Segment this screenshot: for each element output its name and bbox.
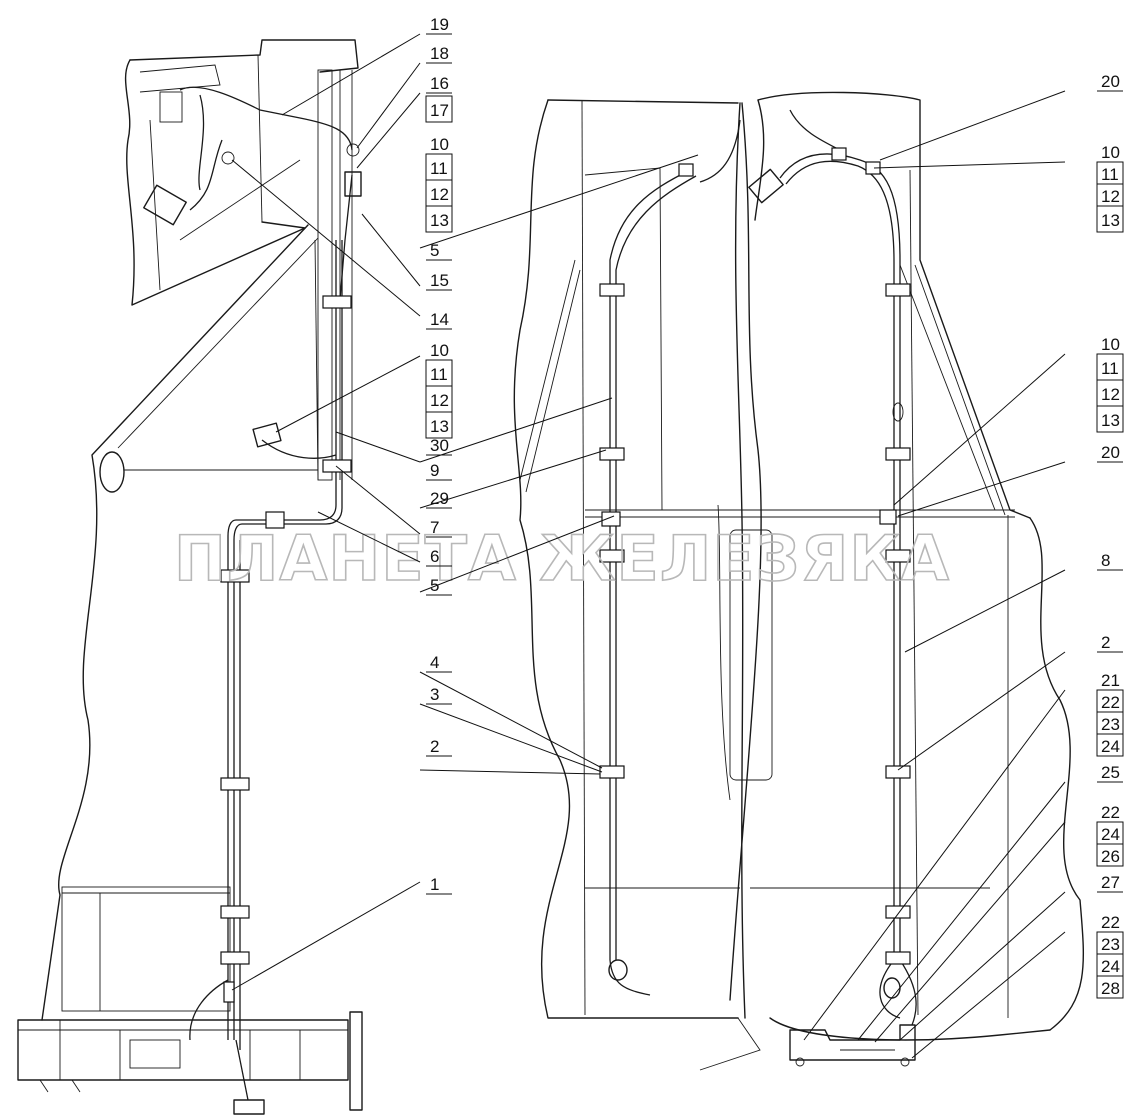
right-view-harness [599,109,917,1067]
callouts-right: 20 10 11 12 13 10 11 12 13 20 8 2 21 22 … [1096,72,1124,999]
callout-18: 18 [430,44,449,63]
callout-20b: 20 [1101,443,1120,462]
right-view-body [513,91,1085,1071]
callout-30: 30 [430,436,449,455]
callout-11a: 11 [430,159,448,178]
callout-26: 26 [1101,847,1120,866]
callout-2a: 2 [430,737,439,756]
callout-9: 9 [430,461,439,480]
callout-13d: 13 [1101,411,1120,430]
callout-12c: 12 [1101,187,1120,206]
left-view-top-detail [124,39,362,306]
callout-23b: 23 [1101,935,1120,954]
callout-6: 6 [430,547,439,566]
callout-12a: 12 [430,185,449,204]
callout-23a: 23 [1101,715,1120,734]
callout-29: 29 [430,489,449,508]
callout-4: 4 [430,653,439,672]
callout-24c: 24 [1101,957,1120,976]
callout-22c: 22 [1101,913,1120,932]
callouts-left: 19 18 16 17 10 11 12 13 5 15 14 10 11 12… [425,15,453,895]
callout-5b: 5 [430,576,439,595]
callout-21: 21 [1101,671,1120,690]
callout-7: 7 [430,518,439,537]
left-view-harness [179,86,353,1115]
callout-22b: 22 [1101,803,1120,822]
callout-13a: 13 [430,211,449,230]
left-view-body [17,69,363,1111]
callout-19: 19 [430,15,449,34]
callout-11d: 11 [1101,359,1119,378]
callout-10c: 10 [1101,143,1120,162]
callout-8: 8 [1101,551,1110,570]
callout-22a: 22 [1101,693,1120,712]
callout-24b: 24 [1101,825,1120,844]
callout-10a: 10 [430,135,449,154]
callout-12b: 12 [430,391,449,410]
callout-20a: 20 [1101,72,1120,91]
callout-16: 16 [430,74,449,93]
callout-11b: 11 [430,365,448,384]
callout-27: 27 [1101,873,1120,892]
callout-10b: 10 [430,341,449,360]
callout-28: 28 [1101,979,1120,998]
callout-17: 17 [430,101,449,120]
callout-2b: 2 [1101,633,1110,652]
callout-10d: 10 [1101,335,1120,354]
callout-12d: 12 [1101,385,1120,404]
callout-15: 15 [430,271,449,290]
callout-14: 14 [430,310,449,329]
callout-13b: 13 [430,417,449,436]
leader-lines [231,33,1066,1059]
callout-5a: 5 [430,241,439,260]
watermark-text: ПЛАНЕТА ЖЕЛЕЗЯКА [174,522,950,595]
callout-13c: 13 [1101,211,1120,230]
callout-1: 1 [430,875,439,894]
callout-25: 25 [1101,763,1120,782]
callout-24a: 24 [1101,737,1120,756]
callout-11c: 11 [1101,165,1119,184]
callout-3: 3 [430,685,439,704]
